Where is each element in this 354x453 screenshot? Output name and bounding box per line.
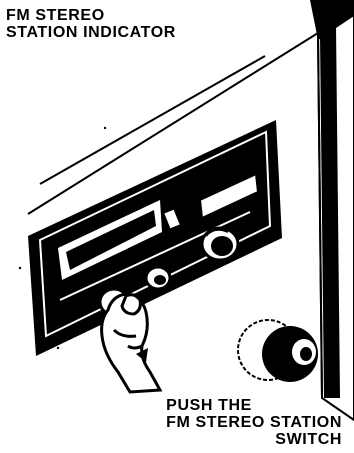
label-line: FM STEREO STATION	[166, 414, 342, 431]
hand-icon	[102, 294, 160, 392]
small-knob	[146, 267, 170, 289]
fm-stereo-station-indicator-label: FM STEREO STATION INDICATOR	[6, 7, 176, 41]
dial-panel	[28, 120, 282, 356]
label-line: FM STEREO	[6, 7, 176, 24]
label-line: PUSH THE	[166, 397, 342, 414]
label-line: STATION INDICATOR	[6, 24, 176, 41]
tuning-knob	[202, 228, 238, 260]
label-line: SWITCH	[166, 431, 342, 448]
push-switch-label: PUSH THE FM STEREO STATION SWITCH	[166, 397, 342, 448]
volume-knob	[238, 320, 318, 382]
